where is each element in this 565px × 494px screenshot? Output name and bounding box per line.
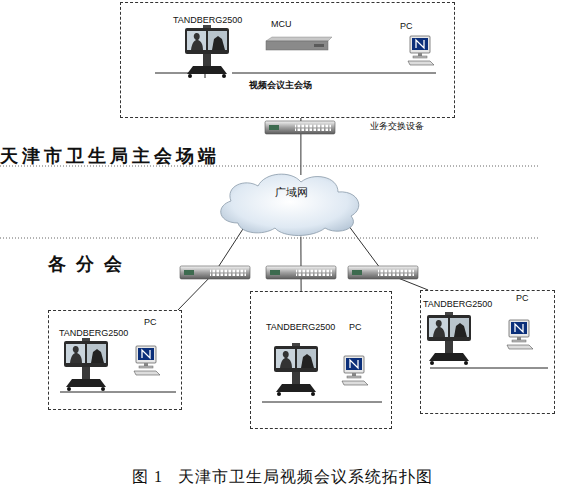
node-text: PC: [400, 21, 413, 31]
node-title: TANDBERG2500: [173, 15, 242, 25]
venue-box: TANDBERG2500 PC: [420, 290, 555, 414]
network-link: [300, 118, 301, 175]
venue-box: TANDBERG2500 PC: [48, 310, 182, 410]
video-terminal-icon: [274, 343, 318, 396]
pc-icon: [408, 36, 434, 65]
pc-icon: [342, 356, 368, 385]
network-link: [300, 237, 301, 291]
switch-icon: [348, 266, 418, 279]
video-terminal-icon: [185, 25, 229, 78]
node-text: PC: [144, 317, 157, 327]
node-title: 广域网: [275, 186, 308, 199]
node-text: PC: [516, 293, 529, 303]
node-text: 视频会议主会场: [249, 80, 312, 90]
separator-line: [0, 238, 540, 239]
video-terminal-icon: [427, 312, 471, 365]
venue-box: TANDBERG2500 PC: [250, 291, 392, 429]
section-heading: 天津市卫生局主会场端: [0, 146, 220, 167]
section-heading: 各分会: [48, 254, 132, 275]
pc-icon: [134, 346, 160, 375]
cloud-shape: [213, 168, 368, 238]
network-link: [178, 223, 247, 310]
node-text: MCU: [271, 19, 292, 29]
lan-line: [430, 368, 548, 369]
network-link: [345, 221, 428, 291]
figure-caption: 图 1 天津市卫生局视频会议系统拓扑图: [0, 468, 565, 486]
node-title: TANDBERG2500: [423, 299, 492, 309]
cloud-outline: [221, 174, 359, 235]
node-title: TANDBERG2500: [266, 322, 335, 332]
video-terminal-icon: [64, 338, 108, 391]
lan-line: [155, 64, 436, 78]
device-label: 业务交换设备: [370, 121, 424, 131]
lan-line: [60, 392, 176, 393]
network-cloud: 广域网: [213, 168, 368, 238]
switch-icon: [266, 266, 336, 279]
node-title: TANDBERG2500: [59, 328, 128, 338]
node-text: PC: [349, 322, 362, 332]
lan-line: [262, 402, 382, 403]
switch-icon: [180, 266, 250, 279]
mcu-icon: [266, 37, 332, 50]
venue-box: TANDBERG2500 MCU PC 视频会议主会场: [120, 2, 455, 118]
switch-icon: [265, 121, 335, 134]
separator-line: [0, 166, 540, 167]
pc-icon: [507, 320, 533, 349]
